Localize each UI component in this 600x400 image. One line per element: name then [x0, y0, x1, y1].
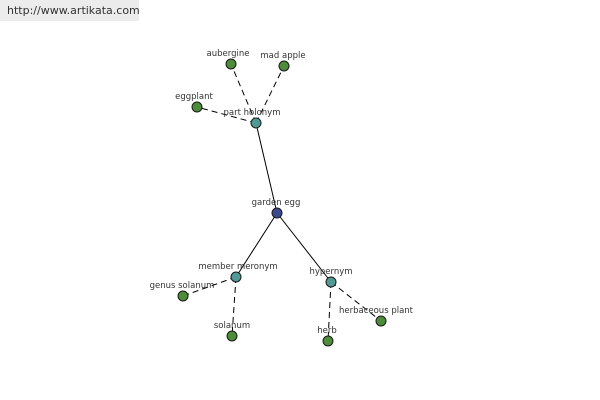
- edge-root-part-holonym: [255, 122, 278, 214]
- aubergine-label: aubergine: [207, 49, 250, 59]
- edge-part-holonym-mad-apple: [255, 65, 285, 124]
- edge-root-member-meronym: [235, 212, 278, 278]
- term-node-eggplant[interactable]: [191, 101, 203, 113]
- term-node-genus-solanum[interactable]: [177, 290, 189, 302]
- hypernym-label: hypernym: [309, 267, 352, 277]
- root-label: garden egg: [252, 198, 301, 208]
- url-banner: http://www.artikata.com: [0, 0, 140, 21]
- site-url-link[interactable]: http://www.artikata.com: [7, 4, 140, 17]
- member-meronym-node[interactable]: [230, 271, 242, 283]
- term-node-herb[interactable]: [322, 335, 334, 347]
- herb-label: herb: [317, 326, 337, 336]
- term-node-herbaceous-plant[interactable]: [375, 315, 387, 327]
- member-meronym-label: member meronym: [198, 262, 277, 272]
- edge-part-holonym-eggplant: [196, 106, 257, 124]
- part-holonym-node[interactable]: [250, 117, 262, 129]
- herbaceous-plant-label: herbaceous plant: [339, 306, 414, 316]
- genus-solanum-label: genus solanum: [150, 281, 215, 291]
- solanum-label: solanum: [214, 321, 250, 331]
- eggplant-label: eggplant: [175, 92, 213, 102]
- edge-hypernym-herbaceous-plant: [330, 281, 382, 322]
- edge-root-hypernym: [276, 212, 332, 283]
- term-node-aubergine[interactable]: [225, 58, 237, 70]
- part-holonym-label: part holonym: [224, 108, 281, 118]
- edge-part-holonym-aubergine: [230, 63, 257, 124]
- term-node-solanum[interactable]: [226, 330, 238, 342]
- hypernym-node[interactable]: [325, 276, 337, 288]
- root-node-garden-egg[interactable]: [271, 207, 283, 219]
- term-node-mad-apple[interactable]: [278, 60, 290, 72]
- mad-apple-label: mad apple: [260, 51, 305, 61]
